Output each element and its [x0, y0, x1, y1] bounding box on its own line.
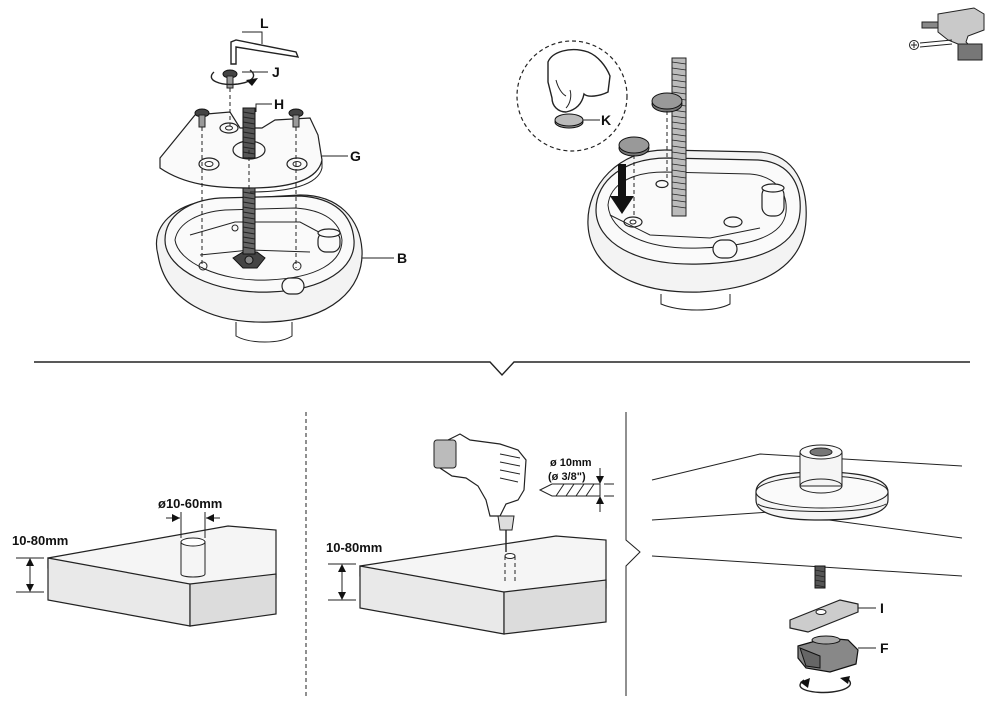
label-b: B — [397, 250, 407, 266]
panel-separator-right — [625, 412, 641, 696]
leader-h — [255, 103, 272, 112]
hex-nut — [232, 251, 266, 269]
hole-diameter-label: ø10-60mm — [158, 496, 222, 511]
label-f: F — [880, 640, 889, 656]
guide-lines — [201, 88, 297, 268]
phillips-screwdriver-icon — [909, 39, 953, 50]
section-divider — [34, 361, 970, 377]
threaded-rod-lower — [242, 187, 256, 255]
rotate-arrow-icon — [210, 69, 258, 86]
threaded-rod-tall — [671, 57, 687, 217]
threaded-rod-h — [242, 107, 256, 159]
label-i: I — [880, 600, 884, 616]
cap-k-upper — [651, 92, 683, 113]
thickness-label-middle: 10-80mm — [326, 540, 382, 555]
mounted-base-view: I F — [651, 444, 963, 694]
cordless-drill-icon — [921, 7, 985, 61]
label-h: H — [274, 96, 284, 112]
label-l: L — [260, 15, 269, 31]
drill-bit-detail — [538, 468, 614, 512]
tabletop-drilling: ø 10mm (ø 3/8") 10-80mm — [326, 433, 614, 635]
cap-k-lower — [618, 136, 650, 157]
cover-caps-view: K — [516, 40, 807, 311]
allen-key-l — [230, 39, 300, 65]
thickness-label-left: 10-80mm — [12, 533, 68, 548]
detail-circle-hand — [516, 40, 628, 152]
label-k: K — [601, 112, 611, 128]
clamp-plate-i — [789, 599, 859, 633]
label-j: J — [272, 64, 280, 80]
drill-bit-mm-label: ø 10mm — [550, 457, 592, 469]
down-arrow-icon — [610, 164, 634, 214]
clamp-knob-f — [797, 635, 859, 673]
drill-tool — [433, 433, 527, 552]
drill-bit-in-label: (ø 3/8") — [548, 471, 586, 483]
leader-l — [242, 31, 263, 44]
base-part-b — [155, 194, 363, 343]
screw-j — [222, 69, 238, 89]
rotate-arrow-bottom-icon — [799, 676, 851, 694]
tabletop-existing-hole: ø10-60mm 10-80mm — [12, 496, 277, 627]
label-g: G — [350, 148, 361, 164]
base-exploded-view: L J H G B — [155, 15, 407, 343]
